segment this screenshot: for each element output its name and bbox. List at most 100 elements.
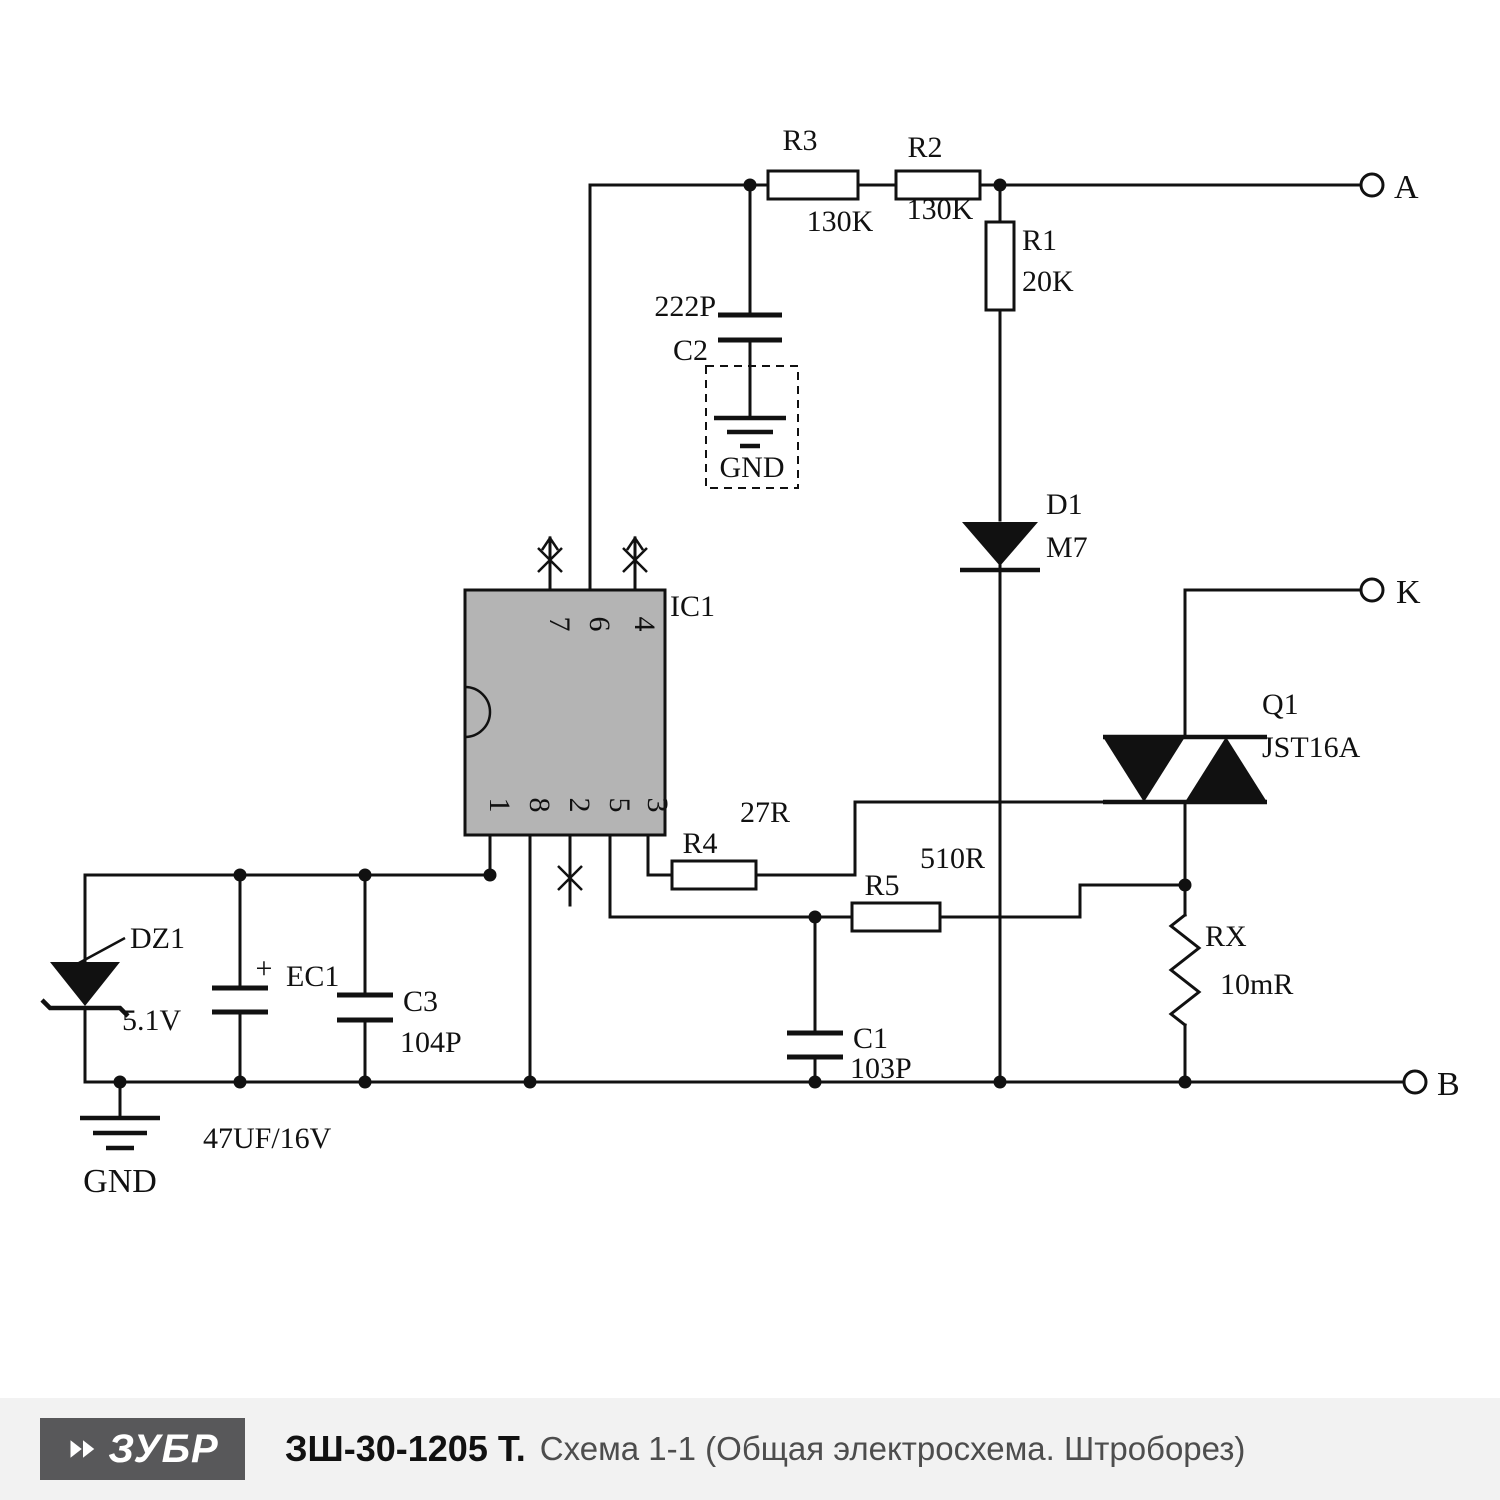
junction-dot [743, 178, 757, 192]
value-label: 47UF/16V [203, 1122, 332, 1155]
logo-text: ЗУБР [108, 1426, 219, 1471]
resistor-body [766, 169, 860, 201]
ref-label: Q1 [1262, 688, 1299, 721]
pin-number-3: 3 [641, 798, 674, 813]
ref-label: R3 [782, 124, 817, 157]
value-label: 20K [1022, 265, 1074, 298]
junction-dot [233, 1075, 247, 1089]
terminal-circle [1359, 577, 1385, 603]
not-connected-icon [537, 547, 563, 573]
junction-dot [808, 910, 822, 924]
junction-dot [358, 1075, 372, 1089]
junction-dot [113, 1075, 127, 1089]
resistor-zigzag [1168, 912, 1202, 1028]
junction-dot [358, 868, 372, 882]
value-label: 130K [807, 205, 874, 238]
resistor-body [850, 901, 942, 933]
footer: ЗУБР ЗШ-30-1205 Т. Схема 1-1 (Общая элек… [0, 1398, 1500, 1500]
junction-dot [993, 178, 1007, 192]
value-label: 10mR [1220, 968, 1293, 1001]
capacitor-c3: C3 104P [337, 985, 462, 1059]
value-label: 130K [907, 193, 974, 226]
junction-dot [1178, 878, 1192, 892]
pin-number-7: 7 [543, 617, 576, 632]
junction-dot [523, 1075, 537, 1089]
value-label: 5.1V [122, 1004, 182, 1037]
pin-number-5: 5 [603, 798, 636, 813]
value-label: 104P [400, 1026, 462, 1059]
ground-bars [80, 1115, 160, 1151]
zener-dz1: DZ1 5.1V [40, 922, 185, 1037]
ref-label: EC1 [286, 960, 339, 993]
resistor-body [984, 220, 1016, 312]
pin-number-4: 4 [628, 617, 661, 632]
terminal-label: B [1437, 1066, 1460, 1103]
zener-cathode-bar [40, 998, 130, 1018]
resistor-r4: R4 27R [670, 796, 790, 891]
zubr-arrow-icon [70, 1440, 95, 1458]
value-label: 510R [920, 842, 985, 875]
resistor-r3: R3 130K [766, 124, 874, 238]
value-label: 222P [654, 290, 716, 323]
terminal-label: A [1394, 169, 1419, 206]
gnd-label: GND [83, 1163, 157, 1200]
ref-label: R4 [682, 827, 717, 860]
terminal-b: B [1402, 1066, 1460, 1103]
junction-dot [233, 868, 247, 882]
wire-top-net [588, 183, 1363, 592]
ref-label: C2 [673, 334, 708, 367]
junction-dot [808, 1075, 822, 1089]
pin-number-8: 8 [523, 798, 556, 813]
triac-q1: Q1 JST16A [1103, 688, 1361, 805]
supply-ground: GND [80, 1115, 160, 1200]
terminal-label: K [1396, 574, 1421, 611]
pin-number-6: 6 [583, 617, 616, 632]
c2-ground: GND [705, 365, 799, 489]
value-label: M7 [1046, 531, 1088, 564]
wires [83, 183, 1406, 1120]
not-connected-icon [622, 547, 648, 573]
ref-label: R1 [1022, 224, 1057, 257]
diode-d1: D1 M7 [960, 488, 1088, 573]
pin-number-2: 2 [563, 798, 596, 813]
zubr-logo: ЗУБР [40, 1418, 245, 1480]
ref-label: C3 [403, 985, 438, 1018]
circuit-schematic: R3 130K R2 130K R1 20K R4 27R R5 510R RX… [40, 124, 1460, 1200]
ground-dashed-box [705, 365, 799, 489]
terminal-k: K [1359, 574, 1421, 611]
ref-label: D1 [1046, 488, 1083, 521]
ic1-notch [464, 685, 492, 739]
value-label: 27R [740, 796, 790, 829]
ref-label: C1 [853, 1022, 888, 1055]
value-label: JST16A [1262, 731, 1361, 764]
junction-dots [113, 178, 1192, 1089]
resistor-rx: RX 10mR [1168, 912, 1293, 1028]
value-label: 103P [850, 1052, 912, 1085]
junction-dot [1178, 1075, 1192, 1089]
diode-triangle [962, 522, 1038, 566]
capacitor-ec1: + EC1 47UF/16V [203, 952, 339, 1155]
ref-label: DZ1 [130, 922, 185, 955]
gnd-label: GND [720, 451, 785, 484]
terminal-circle [1359, 172, 1385, 198]
terminal-circle [1402, 1069, 1428, 1095]
terminal-a: A [1359, 169, 1419, 206]
arrow-up-icon [540, 535, 560, 551]
ic1: IC1 7 6 4 1 8 2 5 3 [463, 535, 715, 891]
not-connected-icon [557, 865, 583, 891]
schema-subtitle: Схема 1-1 (Общая электросхема. Штроборез… [539, 1430, 1246, 1467]
arrow-up-icon [625, 535, 645, 551]
triac-triangle-right [1185, 737, 1267, 802]
capacitor-c1: C1 103P [787, 1022, 912, 1085]
resistor-body [670, 859, 758, 891]
ground-bars [714, 415, 786, 449]
ref-label: R5 [864, 869, 899, 902]
junction-dot [483, 868, 497, 882]
model-title: ЗШ-30-1205 Т. [285, 1428, 526, 1469]
resistor-r2: R2 130K [894, 131, 982, 226]
ref-label: IC1 [670, 590, 715, 623]
label-leader-line [65, 936, 126, 972]
wire-gate-net [646, 800, 1105, 877]
ref-label: RX [1205, 920, 1247, 953]
ref-label: R2 [907, 131, 942, 164]
